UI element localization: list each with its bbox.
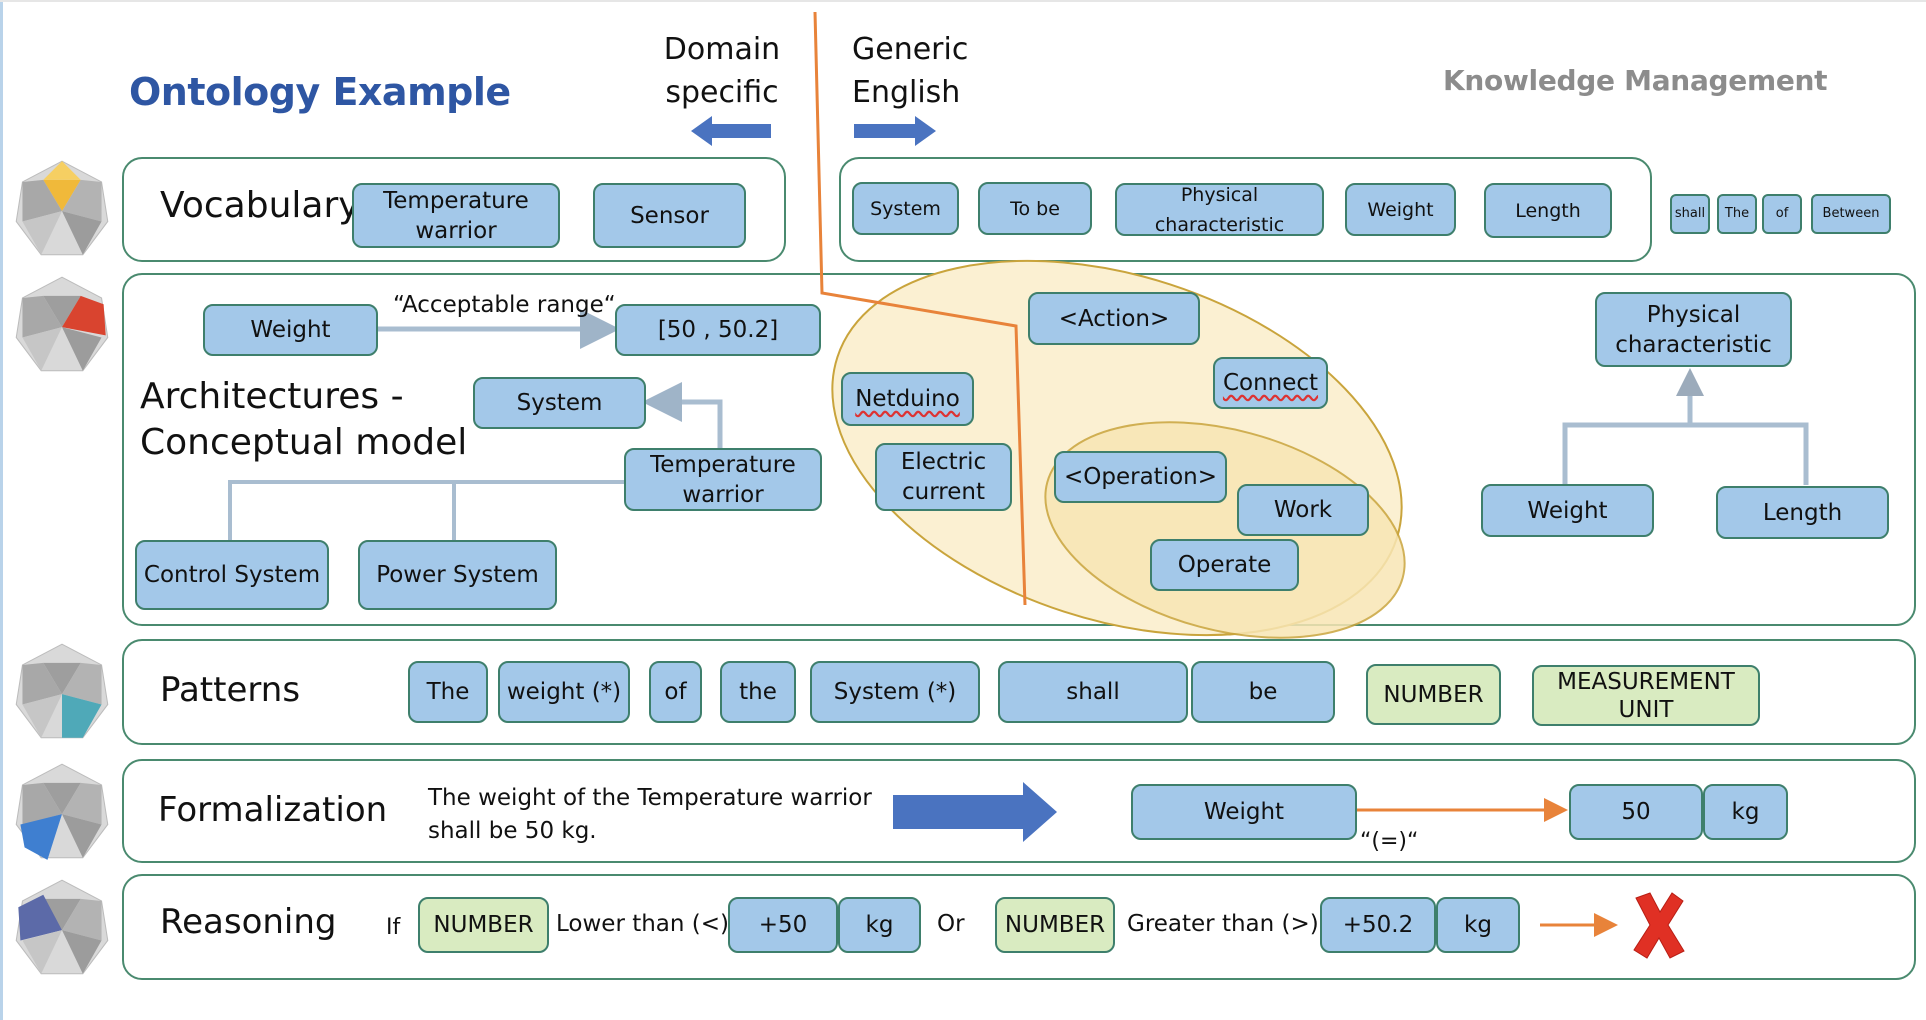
arch-system-box[interactable]: System (473, 377, 646, 429)
arch-action-box[interactable]: <Action> (1028, 292, 1200, 345)
reasoning-number-box-2[interactable]: NUMBER (995, 897, 1115, 953)
architecture-die-icon (15, 276, 109, 372)
netduino-text: Netduino (855, 386, 960, 412)
reasoning-die-icon (15, 879, 109, 975)
function-word-shall[interactable]: shall (1670, 194, 1710, 234)
function-word-between[interactable]: Between (1811, 194, 1891, 234)
arch-work-box[interactable]: Work (1237, 484, 1369, 536)
arch-pc-weight-box[interactable]: Weight (1481, 484, 1654, 537)
right-direction-arrow (854, 116, 936, 146)
reasoning-value-box-2[interactable]: +50.2 (1320, 897, 1436, 953)
pattern-term-be[interactable]: be (1191, 661, 1335, 723)
arch-operate-box[interactable]: Operate (1150, 539, 1299, 591)
arch-temperature-warrior-box[interactable]: Temperature warrior (624, 448, 822, 511)
reasoning-label: Reasoning (160, 902, 337, 942)
domain-specific-label: Domain specific (660, 28, 784, 114)
reasoning-greater-than-text: Greater than (>) (1127, 911, 1319, 937)
vocab-term-sensor[interactable]: Sensor (593, 183, 746, 248)
pattern-value-measurement-unit[interactable]: MEASUREMENT UNIT (1532, 665, 1760, 726)
reasoning-number-box-1[interactable]: NUMBER (418, 897, 549, 953)
arch-pc-length-box[interactable]: Length (1716, 486, 1889, 539)
patterns-label: Patterns (160, 670, 301, 710)
generic-label-line1: Generic (852, 32, 969, 67)
generic-label-line2: English (852, 75, 961, 110)
reasoning-lower-than-text: Lower than (<) (556, 911, 730, 937)
vocab-term-to-be[interactable]: To be (978, 182, 1092, 235)
formalization-label: Formalization (158, 790, 388, 830)
architecture-label-line1: Architectures - (140, 376, 404, 417)
pattern-term-the-lower[interactable]: the (720, 661, 796, 723)
page-subtitle: Knowledge Management (1443, 64, 1828, 97)
arch-range-box[interactable]: [50 , 50.2] (615, 304, 821, 356)
arch-control-system-box[interactable]: Control System (135, 540, 329, 610)
vocab-term-weight[interactable]: Weight (1345, 183, 1456, 236)
vocab-term-system[interactable]: System (852, 182, 959, 235)
pattern-term-system[interactable]: System (*) (810, 661, 980, 723)
pattern-term-shall[interactable]: shall (998, 661, 1188, 723)
formalization-sentence-line1: The weight of the Temperature warrior (428, 785, 872, 811)
domain-label-line2: specific (665, 75, 779, 110)
connect-text: Connect (1222, 370, 1319, 396)
arch-weight-box[interactable]: Weight (203, 304, 378, 356)
arch-connect-box[interactable]: Connect (1213, 357, 1328, 409)
acceptable-range-label: “Acceptable range“ (393, 292, 616, 318)
arch-operation-box[interactable]: <Operation> (1054, 451, 1227, 503)
left-edge-bar (0, 0, 3, 1020)
arch-electric-current-box[interactable]: Electric current (875, 443, 1012, 511)
formalization-weight-box[interactable]: Weight (1131, 784, 1357, 840)
generic-english-label: Generic English (852, 28, 976, 114)
vocab-term-temperature-warrior[interactable]: Temperature warrior (352, 183, 560, 248)
pattern-term-the[interactable]: The (408, 661, 488, 723)
pattern-term-of[interactable]: of (649, 661, 702, 723)
formalization-unit-box[interactable]: kg (1703, 784, 1788, 840)
top-edge-line (0, 0, 1926, 2)
vocab-term-length[interactable]: Length (1484, 183, 1612, 238)
formalization-die-icon (15, 763, 109, 860)
page-title: Ontology Example (129, 70, 511, 114)
domain-label-line1: Domain (663, 32, 781, 67)
arch-power-system-box[interactable]: Power System (358, 540, 557, 610)
reasoning-if-text: If (386, 915, 401, 940)
formalization-sentence-line2: shall be 50 kg. (428, 818, 597, 844)
reasoning-or-text: Or (937, 911, 965, 937)
left-direction-arrow (691, 116, 771, 146)
formalization-value-box[interactable]: 50 (1569, 784, 1703, 840)
pattern-value-number[interactable]: NUMBER (1366, 664, 1501, 725)
formalization-equals-label: “(=)“ (1360, 829, 1419, 854)
architecture-label-line2: Conceptual model (140, 422, 468, 463)
vocab-term-physical-characteristic[interactable]: Physical characteristic (1115, 183, 1324, 236)
arch-netduino-box[interactable]: Netduino (841, 372, 974, 426)
function-word-of[interactable]: of (1762, 194, 1802, 234)
function-word-the[interactable]: The (1717, 194, 1757, 234)
arch-physical-characteristic-box[interactable]: Physical characteristic (1595, 292, 1792, 367)
vocabulary-label: Vocabulary (160, 185, 360, 226)
vocabulary-die-icon (15, 160, 109, 256)
patterns-die-icon (15, 643, 109, 739)
reasoning-unit-box-1[interactable]: kg (838, 897, 921, 953)
reasoning-unit-box-2[interactable]: kg (1436, 897, 1520, 953)
pattern-term-weight[interactable]: weight (*) (498, 661, 630, 723)
reasoning-value-box-1[interactable]: +50 (728, 897, 838, 953)
